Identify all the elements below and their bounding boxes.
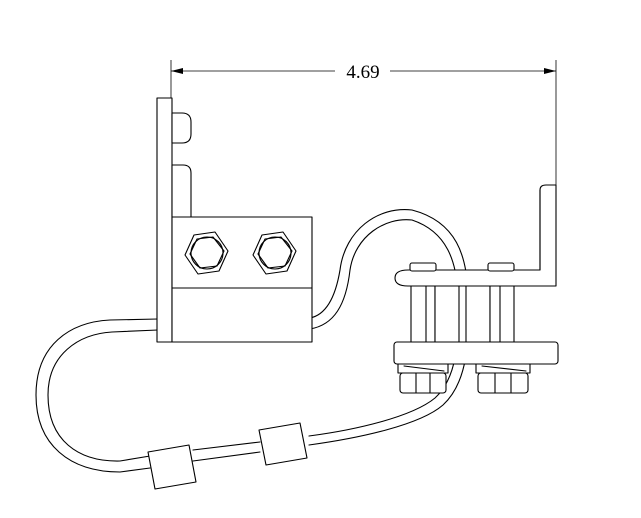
middle-tab	[171, 164, 192, 218]
cable-ferrule-left	[147, 444, 197, 490]
top-nut-right	[487, 262, 515, 272]
top-nut-left	[409, 262, 437, 272]
dimension-value: 4.69	[346, 62, 379, 83]
dimension-annotation: 4.69	[170, 60, 557, 185]
bolt-shaft-right-outer	[465, 285, 491, 343]
left-bracket-assembly	[156, 97, 313, 343]
bolt-shaft-left-inner	[434, 285, 460, 343]
bottom-nut-left	[397, 363, 449, 394]
bolt-shaft-right-inner	[489, 285, 515, 343]
dimension-arrow-left	[171, 68, 183, 74]
bolt-shaft-left-outer	[410, 285, 436, 343]
cable	[35, 209, 470, 473]
upper-tab	[171, 112, 192, 144]
right-l-bracket	[394, 184, 557, 287]
clamp-block	[171, 216, 313, 343]
bottom-nut-right	[475, 363, 531, 394]
cable-inner-edge	[47, 219, 460, 462]
hex-bolt-left	[184, 231, 229, 275]
cable-outer-edge	[35, 209, 470, 473]
right-bracket-assembly	[393, 184, 559, 394]
cable-ferrule-right	[258, 422, 308, 466]
bottom-clamp-plate	[393, 341, 559, 365]
hex-bolt-right	[252, 231, 297, 275]
dimension-arrow-right	[544, 68, 556, 74]
left-mounting-plate	[156, 97, 173, 343]
